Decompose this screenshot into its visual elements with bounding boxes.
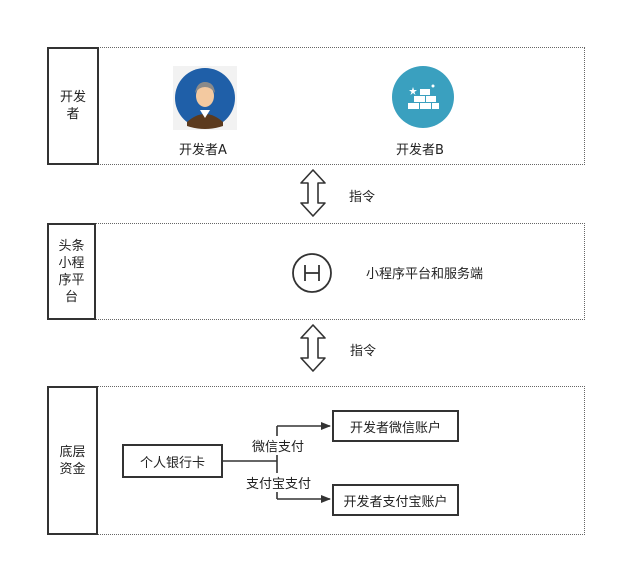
developer-b-name: 开发者B [396, 143, 444, 158]
platform-lane-label-line: 小程 [58, 255, 85, 271]
lower-command-label: 指令 [350, 344, 377, 359]
funds-lane-label: 底层 资金 [47, 386, 98, 535]
platform-node-label: 小程序平台和服务端 [366, 267, 484, 282]
funds-lane-label-line: 资金 [59, 461, 86, 477]
developer-alipay-account-node: 开发者支付宝账户 [332, 484, 459, 516]
platform-node-icon [291, 252, 333, 294]
developer-lane-label: 开发 者 [47, 47, 99, 165]
funds-lane-label-line: 底层 [59, 444, 86, 460]
developer-a-name: 开发者A [179, 143, 227, 158]
alipay-edge-label: 支付宝支付 [245, 473, 313, 492]
platform-lane-label-line: 头条 [58, 238, 85, 254]
platform-lane-label-line: 序平 [58, 272, 85, 288]
personal-bank-card-node: 个人银行卡 [122, 444, 223, 478]
platform-lane-label-line: 台 [64, 289, 78, 305]
developer-lane-label-line: 开发 [59, 90, 86, 105]
upper-command-label: 指令 [349, 190, 376, 205]
person-avatar-icon [173, 66, 237, 130]
developer-wechat-account-node: 开发者微信账户 [332, 410, 459, 442]
double-arrow-icon [299, 324, 327, 372]
developer-lane-label-line: 者 [66, 107, 80, 122]
gold-bars-avatar-icon [391, 65, 455, 129]
double-arrow-icon [299, 169, 327, 217]
wechat-pay-edge-label: 微信支付 [251, 436, 306, 455]
platform-lane-label: 头条 小程 序平 台 [47, 223, 96, 320]
